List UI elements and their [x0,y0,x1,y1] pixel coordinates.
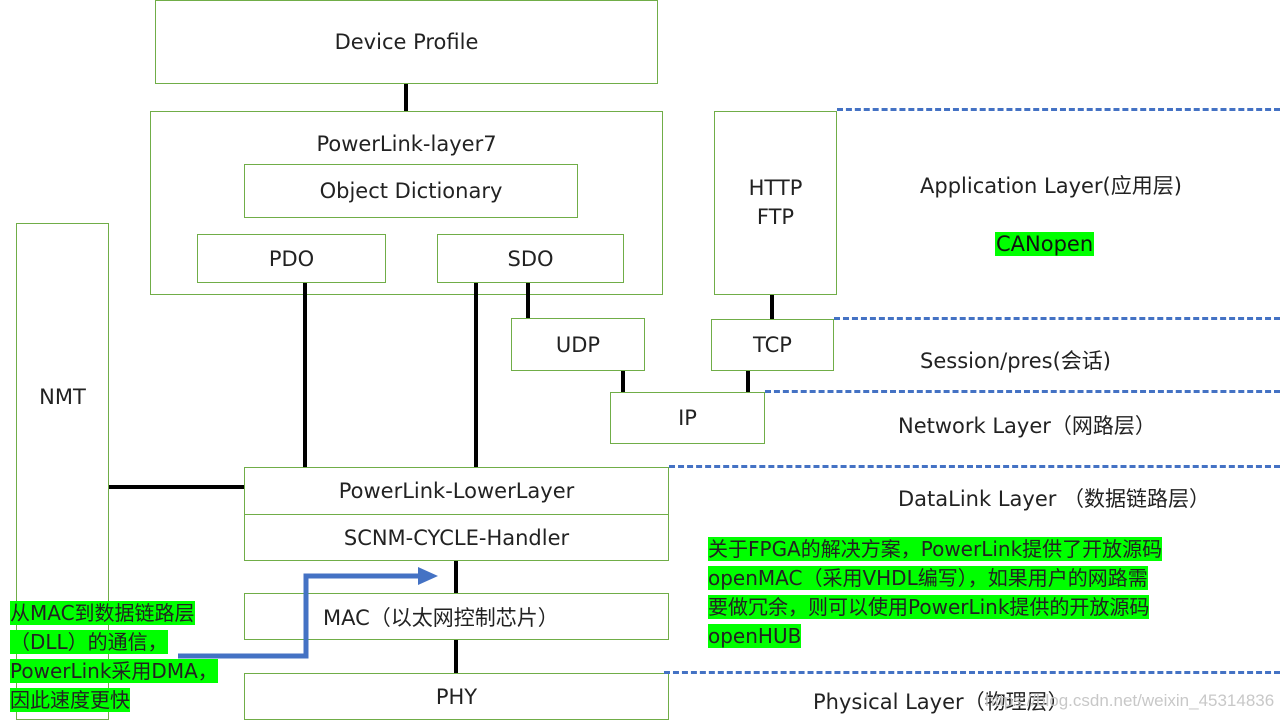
separator-network-top [765,390,1280,393]
connector-udp-ip [621,371,625,392]
object-dictionary-box: Object Dictionary [244,164,578,218]
udp-box: UDP [511,318,645,371]
separator-session-top [834,317,1280,320]
connector-device-layer7 [404,84,408,111]
fpga-note: 关于FPGA的解决方案，PowerLink提供了开放源码 openMAC（采用V… [708,535,1163,651]
udp-label: UDP [555,332,601,357]
connector-pdo-lowerlayer [303,283,307,467]
canopen-label: CANopen [995,232,1095,256]
session-layer-label: Session/pres(会话) [920,349,1111,373]
application-layer-label: Application Layer(应用层) [920,174,1182,198]
mac-box: MAC（以太网控制芯片） [244,593,669,640]
datalink-layer-label: DataLink Layer （数据链路层） [898,487,1211,511]
connector-tcp-ip [746,371,750,392]
device-profile-box: Device Profile [155,0,658,84]
network-layer-label: Network Layer（网路层） [898,414,1156,438]
phy-label: PHY [435,684,478,709]
sdo-label: SDO [507,246,554,271]
connector-mac-phy [454,640,458,673]
connector-sdo-lowerlayer [474,283,478,467]
ip-box: IP [610,392,765,444]
separator-datalink-top [669,465,1280,468]
dma-note: 从MAC到数据链路层 （DLL）的通信， PowerLink采用DMA， 因此速… [10,599,218,715]
mac-label: MAC（以太网控制芯片） [323,605,559,630]
powerlink-layer7-label: PowerLink-layer7 [316,132,497,156]
fpga-note-line: 要做冗余，则可以使用PowerLink提供的开放源码 [708,595,1150,619]
ip-label: IP [678,406,697,430]
dma-arrow-path [178,573,420,659]
pdo-label: PDO [268,246,315,271]
connector-http-tcp [770,295,774,319]
watermark: https://blog.csdn.net/weixin_45314836 [985,691,1275,710]
tcp-label: TCP [753,333,792,357]
dma-note-line: PowerLink采用DMA， [10,659,218,683]
ftp-label: FTP [756,205,795,229]
nmt-label: NMT [39,384,86,409]
fpga-note-line: openMAC（采用VHDL编写），如果用户的网路需 [708,566,1148,590]
nmt-box: NMT [16,223,109,720]
physical-layer-label: Physical Layer（物理层） [813,690,1069,714]
sdo-box: SDO [437,234,624,283]
separator-application-top [837,108,1280,111]
dma-note-line: （DLL）的通信， [10,630,168,654]
scnm-cycle-handler-label: SCNM-CYCLE-Handler [343,525,570,550]
http-label: HTTP [748,176,803,200]
fpga-note-line: openHUB [708,624,802,648]
tcp-box: TCP [711,319,834,371]
device-profile-label: Device Profile [334,30,479,54]
scnm-cycle-handler-box: SCNM-CYCLE-Handler [244,514,669,561]
dma-note-line: 因此速度更快 [10,688,130,712]
fpga-note-line: 关于FPGA的解决方案，PowerLink提供了开放源码 [708,537,1163,561]
dma-note-line: 从MAC到数据链路层 [10,601,195,625]
object-dictionary-label: Object Dictionary [319,179,503,203]
connector-sdo-udp [526,283,530,318]
powerlink-layer7-box: PowerLink-layer7 [150,111,663,295]
http-ftp-box: HTTP FTP [714,111,837,295]
arrow-head-icon [418,567,438,585]
separator-physical-top [664,671,1280,674]
powerlink-lowerlayer-label: PowerLink-LowerLayer [338,479,575,503]
connector-nmt-lowerlayer [109,485,244,489]
connector-scnm-mac [454,561,458,593]
pdo-box: PDO [197,234,386,283]
